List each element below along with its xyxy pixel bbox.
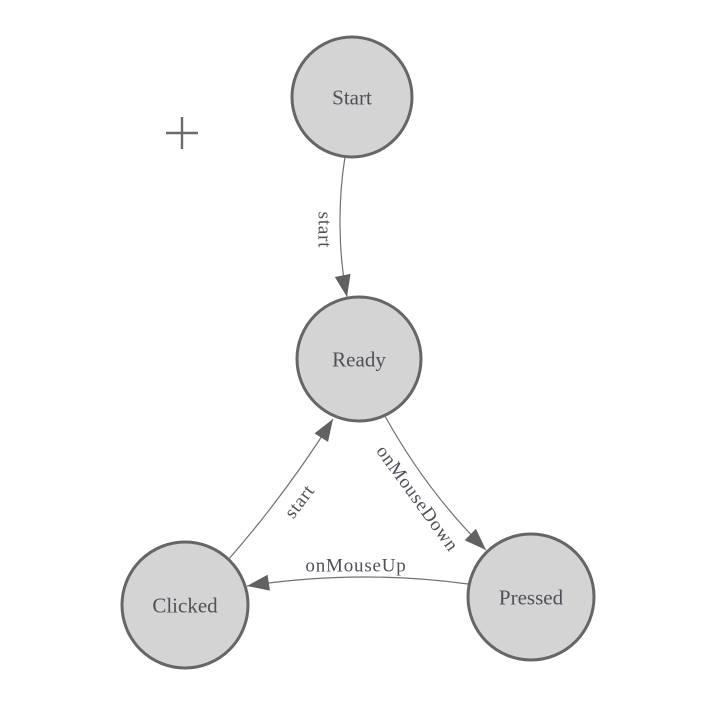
state-node-pressed[interactable]: Pressed <box>466 532 596 662</box>
edge-start-to-ready[interactable]: start <box>313 156 351 298</box>
state-label-clicked: Clicked <box>152 593 218 617</box>
state-label-pressed: Pressed <box>499 585 564 609</box>
state-circle-clicked[interactable] <box>120 540 250 670</box>
state-node-start[interactable]: Start <box>290 35 414 159</box>
edge-path-ready-to-pressed[interactable] <box>384 415 487 551</box>
edge-path-clicked-to-ready[interactable] <box>227 418 334 561</box>
edge-path-pressed-to-clicked[interactable] <box>246 574 469 591</box>
edge-path-start-to-ready[interactable] <box>334 156 351 298</box>
state-circle-start[interactable] <box>290 35 414 159</box>
state-nodes: Start Ready Clicked Pressed <box>120 35 596 670</box>
edge-pressed-to-clicked[interactable]: onMouseUp <box>246 556 469 591</box>
state-circle-ready[interactable] <box>295 295 423 423</box>
crosshair-icon <box>166 117 198 149</box>
state-node-ready[interactable]: Ready <box>295 295 423 423</box>
state-label-ready: Ready <box>332 347 386 371</box>
state-node-clicked[interactable]: Clicked <box>120 540 250 670</box>
state-label-start: Start <box>332 85 372 109</box>
edge-label-start-to-ready: start <box>313 212 334 249</box>
state-circle-pressed[interactable] <box>466 532 596 662</box>
edge-label-pressed-to-clicked: onMouseUp <box>305 556 406 577</box>
